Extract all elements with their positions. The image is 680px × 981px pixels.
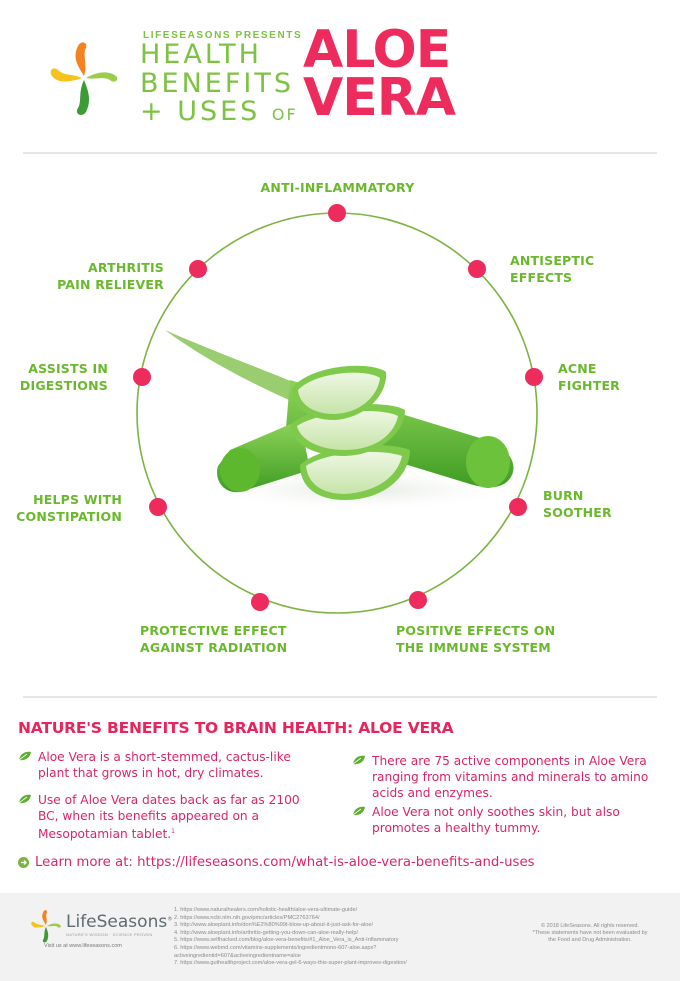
reference-item[interactable]: 1. https://www.naturalhealers.com/holist… (174, 907, 358, 913)
footer-brand-name: LifeSeasons (66, 912, 168, 932)
title-of-text: OF (271, 105, 298, 124)
bullet-text: There are 75 active components in Aloe V… (372, 754, 649, 800)
benefit-label: PROTECTIVE EFFECT (140, 623, 287, 638)
benefit-arthritis: ARTHRITIS PAIN RELIEVER (57, 259, 164, 293)
benefit-label: SOOTHER (543, 505, 612, 520)
title-uses-text: + USES (140, 96, 261, 127)
dot-arthritis (189, 260, 207, 278)
leaf-icon (18, 794, 31, 804)
title-benefits: BENEFITS (140, 68, 294, 99)
reference-item[interactable]: 4. http://www.aloeplant.info/arthritis-g… (174, 929, 359, 936)
title-uses: + USES OF (140, 98, 298, 129)
benefit-label: ANTI-INFLAMMATORY (260, 180, 415, 195)
benefit-antiseptic: ANTISEPTIC EFFECTS (510, 252, 594, 286)
footer-logo-icon (31, 910, 61, 943)
bullet-item: Aloe Vera is a short-stemmed, cactus-lik… (18, 749, 318, 781)
benefit-label: ASSISTS IN (28, 361, 108, 376)
section-title: NATURE'S BENEFITS TO BRAIN HEALTH: ALOE … (18, 719, 454, 737)
benefit-label: CONSTIPATION (16, 509, 122, 524)
benefit-label: PAIN RELIEVER (57, 277, 164, 292)
title-aloe: ALOE (303, 20, 451, 80)
dot-burn (509, 498, 527, 516)
bullet-text: Use of Aloe Vera dates back as far as 21… (38, 793, 300, 842)
reference-item[interactable]: 6. https://www.webmd.com/vitamins-supple… (174, 944, 377, 959)
bullet-text: Aloe Vera is a short-stemmed, cactus-lik… (38, 750, 291, 780)
benefit-radiation: PROTECTIVE EFFECT AGAINST RADIATION (140, 622, 287, 656)
benefit-label: ARTHRITIS (88, 260, 164, 275)
bullet-item: There are 75 active components in Aloe V… (352, 753, 662, 801)
registered-mark: ® (167, 916, 173, 923)
dot-anti-inflammatory (328, 204, 346, 222)
benefit-label: DIGESTIONS (19, 378, 108, 393)
dot-radiation (251, 593, 269, 611)
divider-top (23, 152, 657, 154)
divider-middle (23, 696, 657, 698)
dot-acne (525, 368, 543, 386)
copyright-text: © 2018 LifeSeasons. All rights reserved. (541, 923, 639, 929)
benefit-label: POSITIVE EFFECTS ON (396, 623, 556, 638)
benefit-label: HELPS WITH (33, 492, 122, 507)
aloe-vera-image (165, 330, 520, 512)
lifeseasons-logo-icon (50, 42, 118, 115)
leaf-icon (18, 751, 31, 761)
title-aloe-vera: ALOE VERA (303, 20, 456, 128)
title-health: HEALTH (140, 39, 262, 70)
reference-item[interactable]: 5. https://www.selfhacked.com/blog/aloe-… (174, 937, 399, 944)
learn-more-text[interactable]: Learn more at: https://lifeseasons.com/w… (35, 855, 535, 870)
bullet-text: Aloe Vera not only soothes skin, but als… (372, 805, 620, 835)
title-vera: VERA (303, 68, 456, 128)
benefit-immune: POSITIVE EFFECTS ON THE IMMUNE SYSTEM (396, 622, 555, 656)
benefit-anti-inflammatory: ANTI-INFLAMMATORY (200, 179, 475, 196)
leaf-icon (352, 755, 365, 765)
reference-item[interactable]: 2. https://www.ncbi.nlm.nih.gov/pmc/arti… (174, 914, 320, 921)
footer (0, 893, 680, 981)
dot-digestion (133, 368, 151, 386)
benefits-circle (133, 204, 543, 614)
references-list: 1. https://www.naturalhealers.com/holist… (174, 907, 494, 968)
footnote-marker: 1 (171, 828, 175, 835)
benefit-acne: ACNE FIGHTER (558, 360, 620, 394)
bullet-item: Aloe Vera not only soothes skin, but als… (352, 804, 662, 836)
dot-antiseptic (468, 260, 486, 278)
presents-label: LIFESEASONS PRESENTS (143, 30, 303, 41)
footer-visit-link[interactable]: Visit us at www.lifeseasons.com (44, 943, 122, 949)
reference-item[interactable]: 7. https://www.guthealthproject.com/aloe… (174, 960, 407, 967)
benefit-burn: BURN SOOTHER (543, 487, 612, 521)
benefit-label: AGAINST RADIATION (140, 640, 288, 655)
dot-constipation (149, 498, 167, 516)
dot-immune (409, 591, 427, 609)
benefit-digestion: ASSISTS IN DIGESTIONS (20, 360, 108, 394)
benefit-label: ANTISEPTIC (510, 253, 595, 268)
footer-tagline: NATURE'S WISDOM · SCIENCE PROVEN (66, 932, 153, 937)
benefit-label: EFFECTS (510, 270, 573, 285)
benefit-label: ACNE (558, 361, 597, 376)
disclaimer-text: *These statements have not been evaluate… (532, 930, 648, 943)
bullet-item: Use of Aloe Vera dates back as far as 21… (18, 792, 323, 842)
reference-item[interactable]: 3. http://www.aloeplant.info/don%E2%80%9… (174, 922, 373, 929)
benefit-label: BURN (543, 488, 584, 503)
benefit-label: THE IMMUNE SYSTEM (396, 640, 551, 655)
arrow-circle-icon (18, 857, 29, 868)
learn-more-link[interactable]: Learn more at: https://lifeseasons.com/w… (18, 855, 535, 870)
footer-brand: LifeSeasons® (66, 912, 172, 932)
benefit-label: FIGHTER (558, 378, 621, 393)
copyright-block: © 2018 LifeSeasons. All rights reserved.… (530, 923, 650, 944)
benefit-constipation: HELPS WITH CONSTIPATION (16, 491, 122, 525)
leaf-icon (352, 806, 365, 816)
